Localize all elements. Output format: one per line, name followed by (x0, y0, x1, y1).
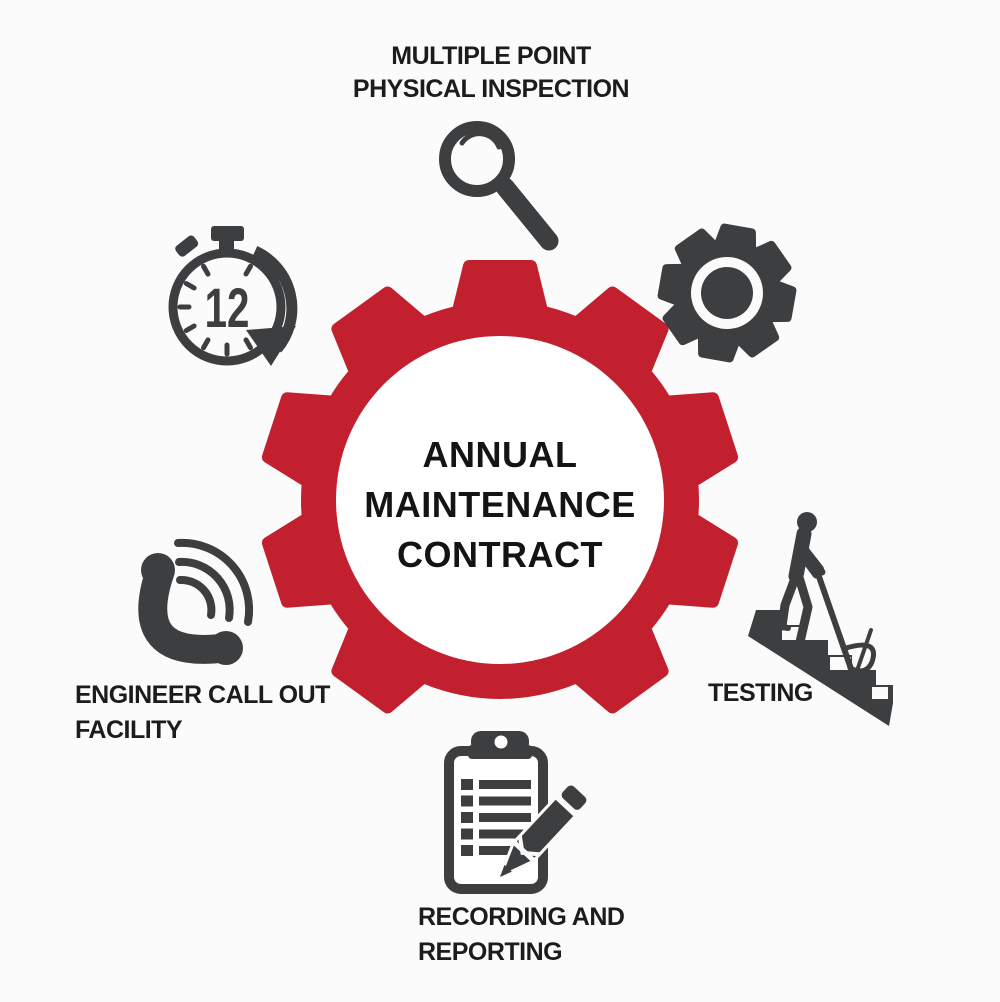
amc-gear-inner-circle (336, 336, 664, 664)
center-title-line: MAINTENANCE (364, 484, 636, 525)
clipboard-icon (444, 731, 590, 894)
label-recording-reporting: RECORDING AND REPORTING (418, 900, 625, 970)
label-line: RECORDING AND (418, 903, 625, 931)
label-line: ENGINEER CALL OUT (75, 681, 330, 709)
stopwatch-icon: 12 (168, 226, 298, 366)
pencil-icon (497, 782, 590, 880)
label-line: TESTING (708, 679, 813, 707)
magnifier-icon (439, 121, 559, 251)
cog-icon (657, 223, 797, 363)
label-multiple-point-inspection: MULTIPLE POINT PHYSICAL INSPECTION (191, 40, 791, 106)
sound-waves-icon (174, 538, 254, 626)
checklist-rows (461, 779, 531, 856)
label-line: FACILITY (75, 716, 183, 744)
center-title-line: ANNUAL (422, 434, 578, 475)
amc-gear-icon (261, 260, 739, 714)
label-line: MULTIPLE POINT (391, 42, 591, 70)
label-testing: TESTING (708, 676, 813, 711)
phone-icon (138, 538, 254, 665)
center-title-line: CONTRACT (397, 534, 603, 575)
center-title: ANNUAL MAINTENANCE CONTRACT (300, 430, 700, 580)
label-line: REPORTING (418, 938, 563, 966)
label-line: PHYSICAL INSPECTION (352, 75, 630, 103)
timer-value: 12 (205, 278, 250, 340)
testing-icon (748, 512, 893, 726)
label-engineer-call-out: ENGINEER CALL OUT FACILITY (75, 678, 330, 748)
